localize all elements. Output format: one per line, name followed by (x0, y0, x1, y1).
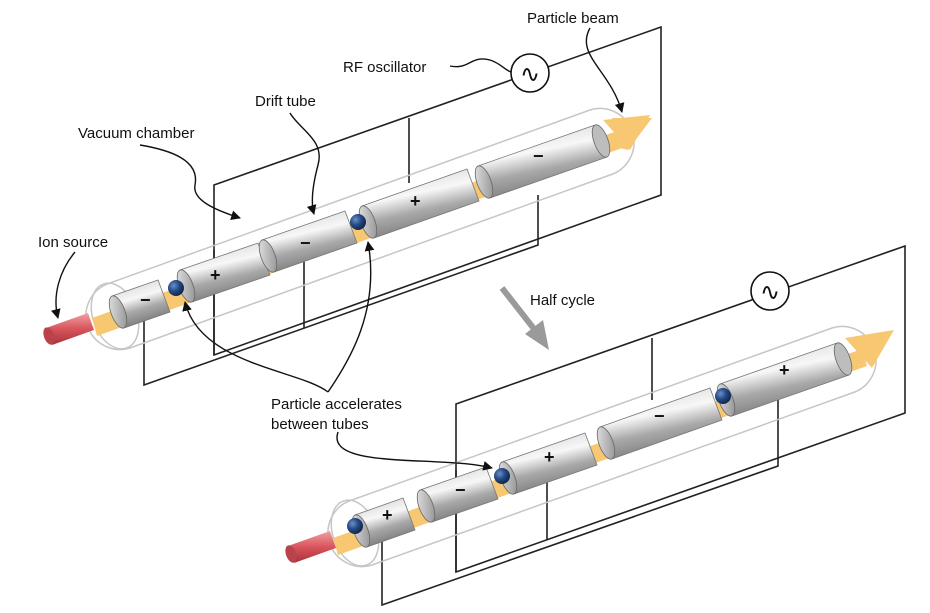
drift-tube-bottom-2: − (416, 466, 499, 523)
label-rf-oscillator: RF oscillator (343, 59, 426, 76)
drift-tube-bottom-4: − (596, 387, 723, 460)
label-particle-beam: Particle beam (527, 10, 619, 27)
rf-oscillator-top: ∿ (510, 53, 550, 93)
particle-bottom-1 (347, 518, 363, 534)
sign-bottom-2: − (455, 480, 466, 500)
sign-top-5: − (533, 146, 544, 166)
label-particle-accelerates-2: between tubes (271, 416, 369, 433)
sign-bottom-5: + (779, 360, 790, 380)
sign-bottom-4: − (654, 406, 665, 426)
particle-top-1 (168, 280, 184, 296)
sign-top-2: + (210, 265, 221, 285)
ion-source-bottom (285, 531, 336, 563)
drift-tube-bottom-5: + (716, 342, 853, 417)
drift-tube-top-4: + (358, 168, 480, 239)
oscillator-icon-bottom: ∿ (760, 279, 780, 306)
sign-top-1: − (140, 290, 151, 310)
drift-tube-top-5: − (474, 124, 611, 199)
label-vacuum-chamber: Vacuum chamber (78, 125, 194, 142)
vacuum-chamber-top (85, 107, 635, 351)
vacuum-chamber-bottom (327, 325, 877, 568)
drift-tube-top-1: − (108, 279, 171, 329)
drift-tube-top-2: + (176, 242, 271, 303)
ion-source-top (43, 313, 94, 345)
label-ion-source: Ion source (38, 234, 108, 251)
sign-bottom-3: + (544, 447, 555, 467)
rf-oscillator-bottom: ∿ (750, 271, 790, 311)
beam-arrow-bottom (845, 330, 894, 368)
sign-bottom-1: + (382, 505, 393, 525)
bottom-stage: + − + − + ∿ (285, 244, 906, 607)
half-cycle-arrow (499, 286, 549, 350)
sign-top-4: + (410, 191, 421, 211)
particle-bottom-2 (494, 468, 510, 484)
sign-top-3: − (300, 233, 311, 253)
label-particle-accelerates-1: Particle accelerates (271, 396, 402, 413)
label-half-cycle: Half cycle (530, 292, 595, 309)
oscillator-icon-top: ∿ (520, 61, 540, 88)
particle-top-2 (350, 214, 366, 230)
drift-tube-top-3: − (258, 210, 358, 273)
label-drift-tube: Drift tube (255, 93, 316, 110)
top-stage: − + − + − ∿ (43, 25, 662, 387)
particle-bottom-3 (715, 388, 731, 404)
